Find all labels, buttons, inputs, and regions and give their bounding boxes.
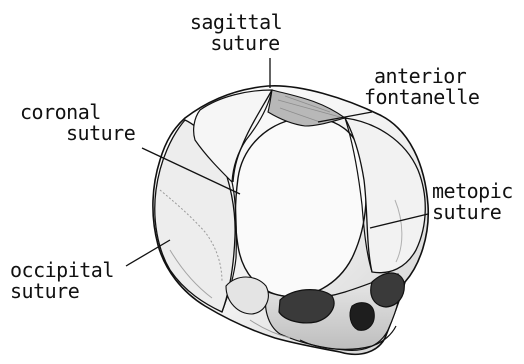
nasal-opening [350,303,374,331]
coronal-suture-label: coronal suture [20,102,150,144]
sagittal-suture-label: sagittal suture [176,12,296,54]
left-orbit [279,290,334,323]
metopic-suture-label: metopic suture [432,181,522,223]
anterior-fontanelle-label: anterior fontanelle [372,66,522,108]
occipital-suture-label: occipital suture [10,260,140,302]
